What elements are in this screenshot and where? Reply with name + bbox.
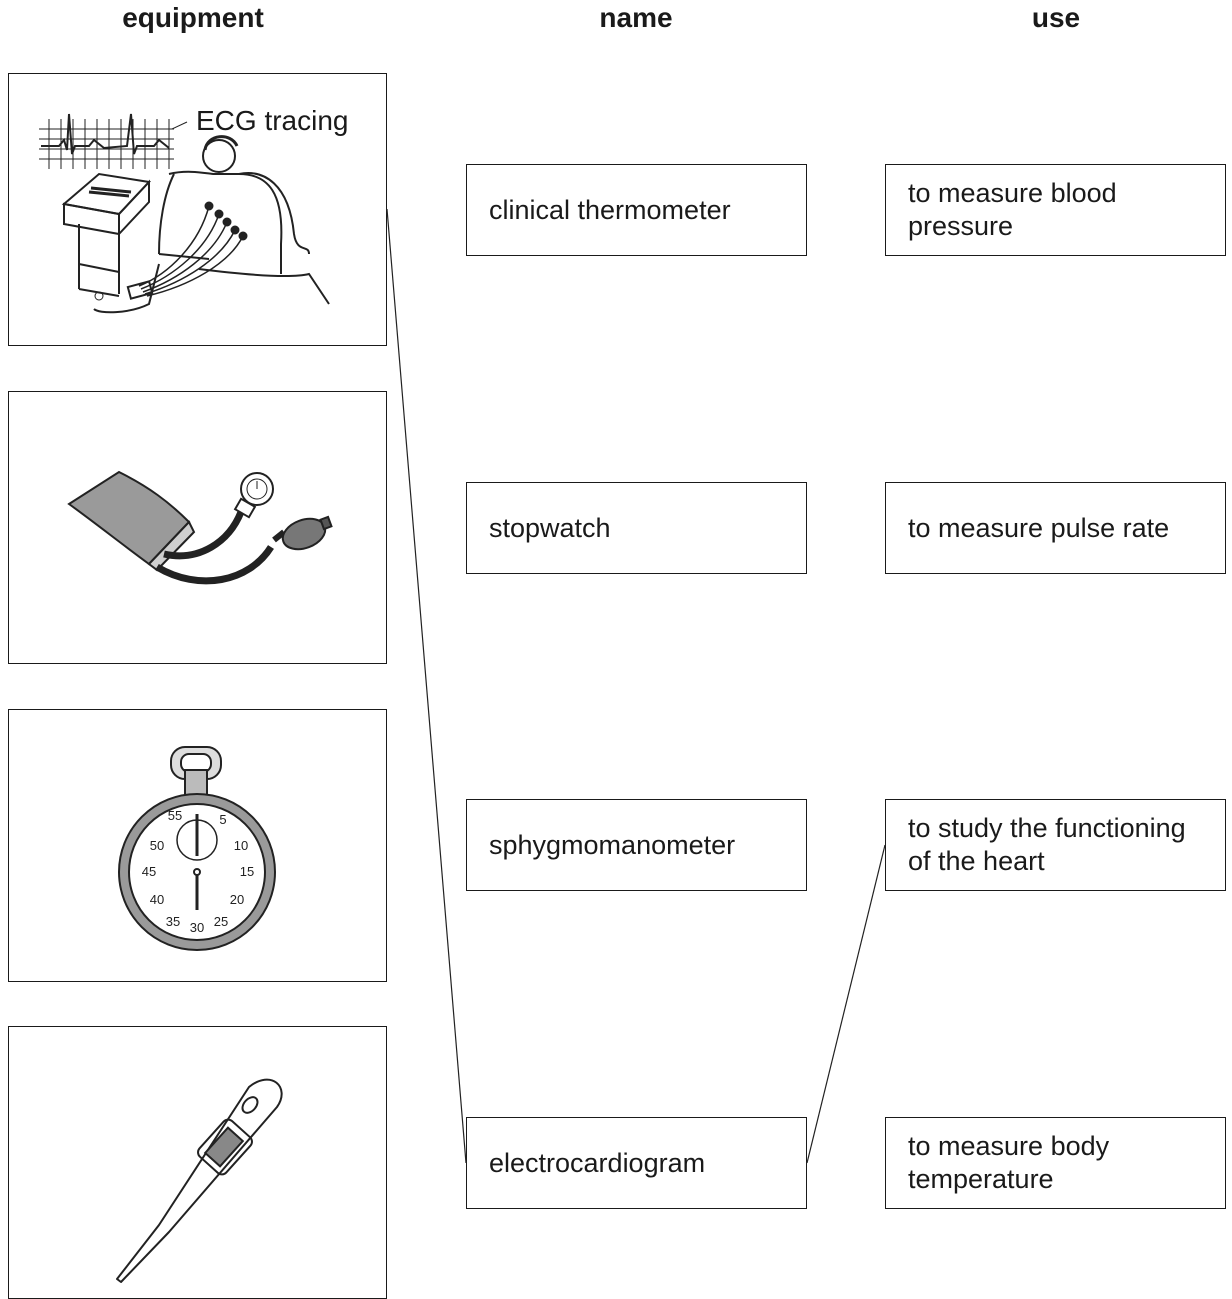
equipment-header: equipment (122, 2, 264, 33)
name-box-sphygmomanometer[interactable]: sphygmomanometer (466, 799, 807, 891)
use-label: to measure pulse rate (908, 512, 1170, 543)
use-box-blood-pressure[interactable]: to measure blood pressure (885, 164, 1226, 256)
name-box-electrocardiogram[interactable]: electrocardiogram (466, 1117, 807, 1209)
dial-num-25: 25 (214, 914, 228, 929)
thermometer-icon (116, 1078, 283, 1283)
name-box-stopwatch[interactable]: stopwatch (466, 482, 807, 574)
use-label: to measure body temperature (908, 1131, 1110, 1194)
dial-num-10: 10 (234, 838, 248, 853)
name-label: stopwatch (489, 512, 611, 543)
equipment-box-thermometer (8, 1026, 387, 1299)
dial-num-5: 5 (219, 812, 226, 827)
ecg-tracing-label: ECG tracing (196, 105, 349, 136)
name-label: sphygmomanometer (489, 829, 736, 860)
dial-num-15: 15 (240, 864, 254, 879)
use-box-pulse-rate[interactable]: to measure pulse rate (885, 482, 1226, 574)
name-box-clinical-thermometer[interactable]: clinical thermometer (466, 164, 807, 256)
name-label: clinical thermometer (489, 194, 731, 225)
dial-num-40: 40 (150, 892, 164, 907)
dial-num-55: 55 (168, 808, 182, 823)
equipment-box-ecg: ECG tracing (8, 73, 387, 346)
line-ecg-to-electrocardiogram (386, 208, 467, 1164)
dial-num-35: 35 (166, 914, 180, 929)
dial-num-20: 20 (230, 892, 244, 907)
ecg-machine-icon: ECG tracing (39, 105, 349, 314)
dial-num-30: 30 (190, 920, 204, 935)
line-electrocardiogram-to-heart (806, 844, 886, 1164)
equipment-box-stopwatch: 55 5 10 15 20 25 30 35 40 45 50 (8, 709, 387, 982)
equipment-box-sphygmomanometer (8, 391, 387, 664)
stopwatch-icon: 55 5 10 15 20 25 30 35 40 45 50 (118, 746, 276, 951)
use-header: use (1031, 2, 1081, 33)
sphygmomanometer-icon (67, 470, 333, 585)
dial-num-45: 45 (142, 864, 156, 879)
use-box-heart-function[interactable]: to study the functioning of the heart (885, 799, 1226, 891)
use-label: to study the functioning of the heart (908, 813, 1186, 876)
use-box-body-temperature[interactable]: to measure body temperature (885, 1117, 1226, 1209)
name-header: name (599, 2, 673, 33)
name-label: electrocardiogram (489, 1147, 706, 1178)
dial-num-50: 50 (150, 838, 164, 853)
use-label: to measure blood pressure (908, 178, 1117, 241)
